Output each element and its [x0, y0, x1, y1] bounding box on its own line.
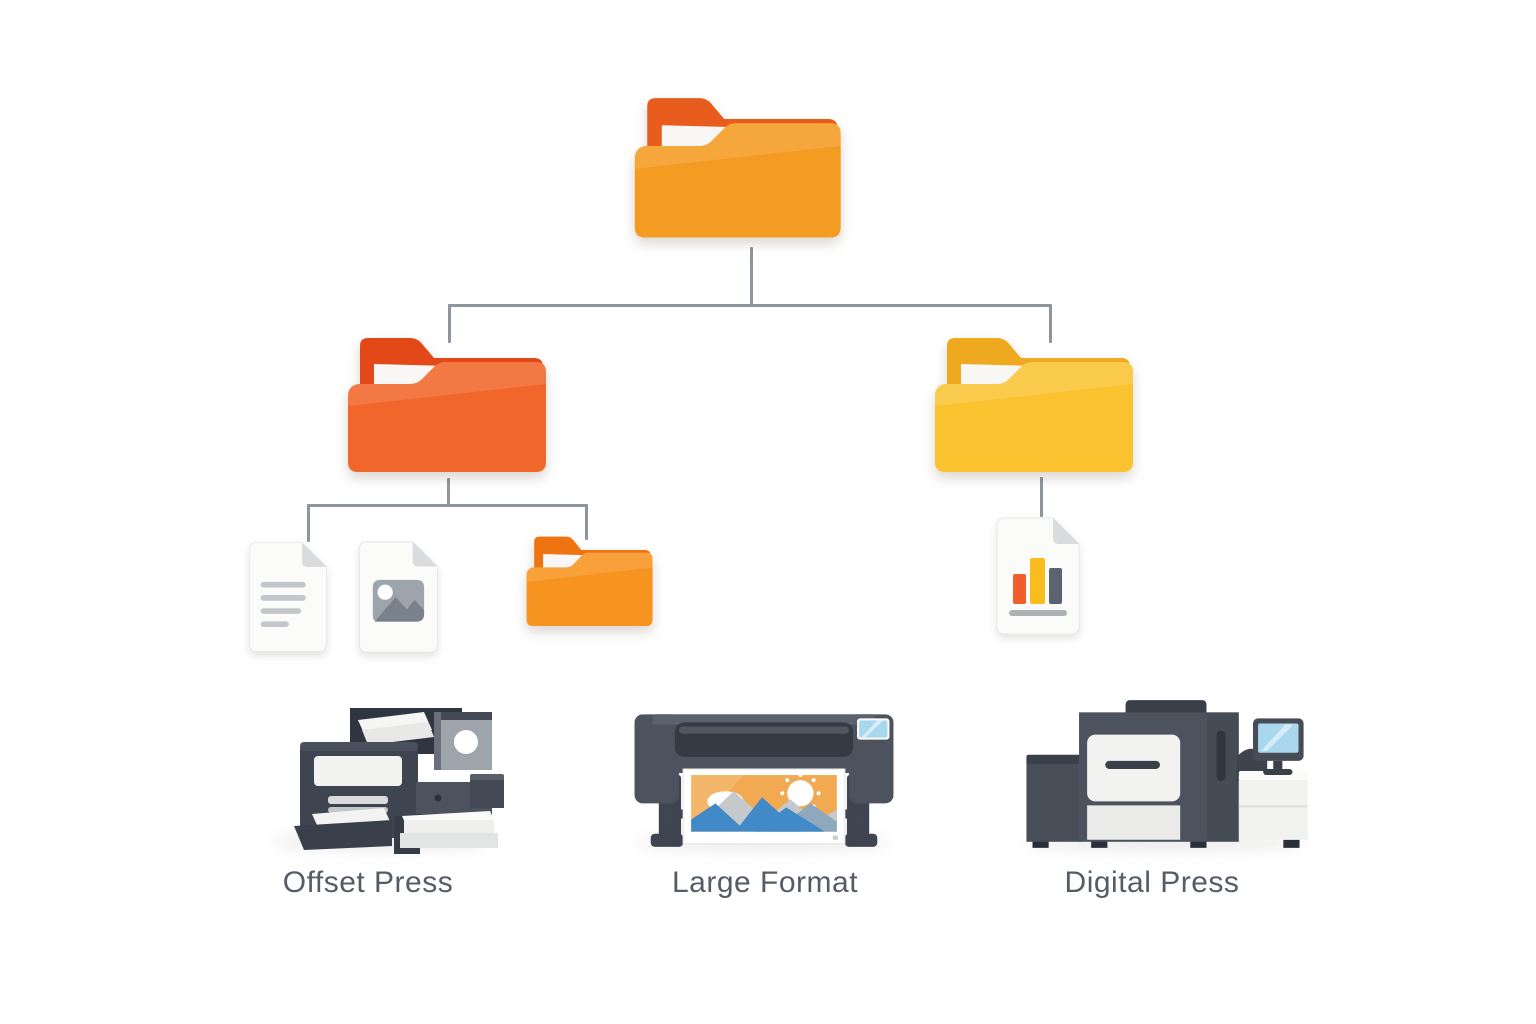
digital-press-illustration — [1012, 684, 1316, 860]
folder-open-icon — [348, 338, 546, 472]
image-document-icon — [350, 538, 445, 654]
monitor — [1253, 718, 1304, 776]
large-format-label: Large Format — [671, 866, 859, 899]
folder-open-icon — [526, 536, 653, 626]
digital-press-machine — [1026, 700, 1308, 848]
image-document-icon — [359, 541, 438, 653]
subfolder-orange-icon — [342, 334, 566, 484]
offset-press-machine — [294, 708, 504, 854]
folder-open-icon — [634, 98, 841, 238]
large-format-printer-illustration — [612, 684, 916, 860]
chart-document-icon — [984, 514, 1090, 636]
root-folder-icon — [628, 94, 862, 250]
photo-glyph — [372, 579, 425, 622]
connector-left-stem — [447, 478, 450, 507]
nested-folder-icon — [524, 534, 664, 634]
text-document-icon — [248, 541, 327, 652]
connector-root-stem — [750, 247, 753, 307]
connector-level2-left-drop — [307, 504, 310, 542]
folder-open-icon — [935, 338, 1133, 472]
offset-press-label: Offset Press — [282, 866, 454, 899]
offset-press-illustration — [266, 690, 508, 860]
connector-level1-right-drop — [1049, 304, 1052, 343]
printed-landscape-sheet — [682, 768, 846, 845]
chart-document-icon — [996, 517, 1080, 635]
connector-right-stem — [1040, 477, 1043, 517]
digital-press-label: Digital Press — [1064, 866, 1240, 899]
subfolder-yellow-icon — [928, 334, 1154, 484]
text-document-icon — [240, 538, 334, 654]
connector-level2-right-drop — [585, 504, 588, 540]
connector-level2-bar — [307, 504, 588, 507]
large-format-printer — [634, 714, 894, 847]
digital-press-body — [1026, 700, 1308, 848]
offset-press-body — [294, 708, 504, 854]
connector-level1-left-drop — [448, 304, 451, 343]
plotter-body — [634, 714, 894, 847]
connector-level1-bar — [448, 304, 1052, 307]
bar-chart-glyph — [1009, 558, 1067, 616]
